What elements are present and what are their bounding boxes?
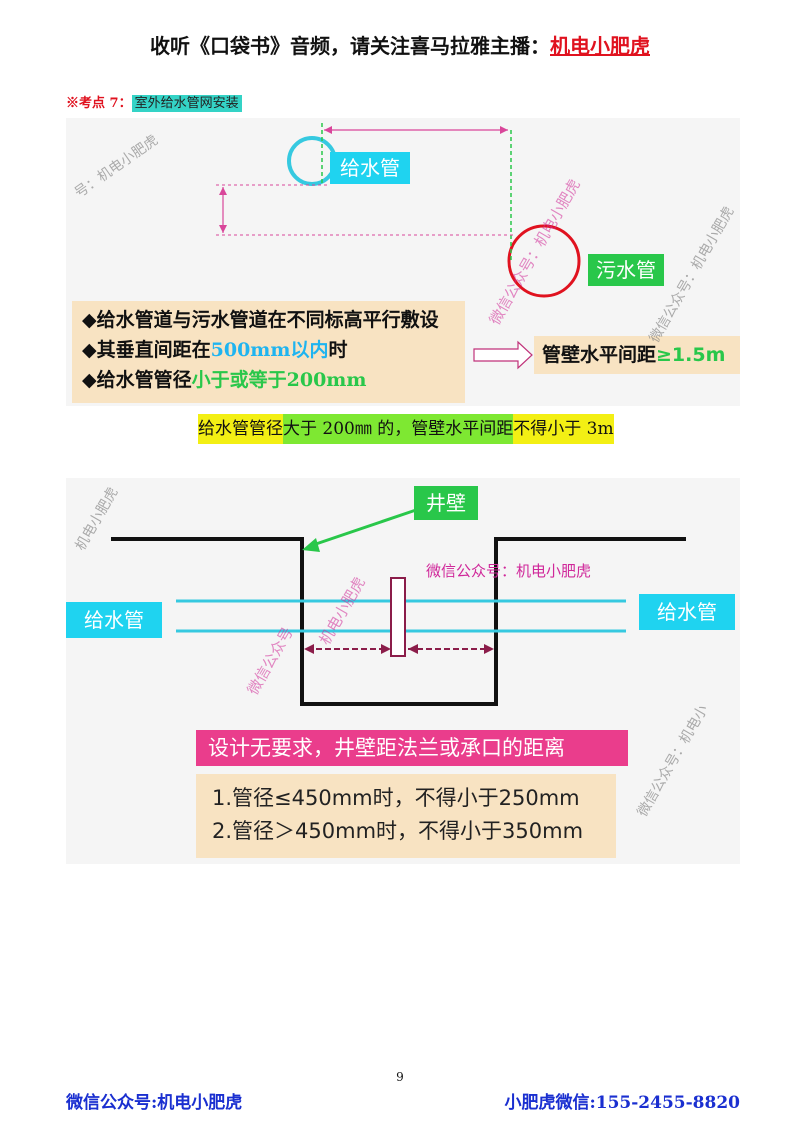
figure1-diagram <box>216 123 581 370</box>
condition-1: ◆给水管道与污水管道在不同标高平行敷设 <box>82 309 439 331</box>
header-host-link[interactable]: 机电小肥虎 <box>550 34 650 58</box>
highlight-part-1: 给水管管径 <box>198 414 283 444</box>
footer-left: 微信公众号:机电小肥虎 <box>66 1093 243 1113</box>
water-pipe-circle <box>287 136 337 186</box>
condition-2: ◆其垂直间距在500mm以内时 <box>82 339 348 361</box>
result-box: 管壁水平间距≥1.5m <box>534 336 740 374</box>
highlight-part-2: 大于 200㎜ 的，管壁水平间距 <box>283 414 514 444</box>
figure2-diagram <box>111 508 686 706</box>
figure-parallel-pipes: 给水管 污水管 ◆给水管道与污水管道在不同标高平行敷设 ◆其垂直间距在500mm… <box>66 118 740 406</box>
page-header: 收听《口袋书》音频，请关注喜马拉雅主播：机电小肥虎 <box>0 30 800 59</box>
watermark-3: 微信公众号：机电小肥虎 <box>426 562 592 580</box>
topic-heading: ※考点 7：室外给水管网安装 <box>66 92 242 112</box>
topic-title: 室外给水管网安装 <box>131 95 242 112</box>
rules-box: 1.管径≤450mm时，不得小于250mm 2.管径＞450mm时，不得小于35… <box>196 774 616 858</box>
condition-3: ◆给水管管径小于或等于200mm <box>82 369 367 391</box>
highlight-sentence: 给水管管径大于 200㎜ 的，管壁水平间距不得小于 3m <box>198 413 614 445</box>
distance-title: 设计无要求，井壁距法兰或承口的距离 <box>196 730 628 766</box>
well-wall-label: 井壁 <box>414 486 478 520</box>
figure-well-wall: 井壁 给水管 给水管 设计无要求，井壁距法兰或承口的距离 1.管径≤450mm时… <box>66 478 740 864</box>
left-pipe-label: 给水管 <box>66 602 162 638</box>
highlight-part-3: 不得小于 3m <box>513 414 614 444</box>
rule-2: 2.管径＞450mm时，不得小于350mm <box>212 819 584 843</box>
rule-1: 1.管径≤450mm时，不得小于250mm <box>212 786 580 810</box>
topic-tag: ※考点 7： <box>66 96 132 111</box>
header-prefix: 收听《口袋书》音频，请关注喜马拉雅主播： <box>150 34 550 58</box>
conditions-box: ◆给水管道与污水管道在不同标高平行敷设 ◆其垂直间距在500mm以内时 ◆给水管… <box>72 301 465 403</box>
sewage-pipe-label: 污水管 <box>588 254 664 286</box>
sewage-pipe-circle <box>507 224 581 298</box>
page-number: 9 <box>396 1070 404 1084</box>
flange-rect <box>390 577 406 657</box>
result-value: ≥1.5m <box>656 344 726 366</box>
footer-right: 小肥虎微信:155-2455-8820 <box>504 1093 740 1113</box>
result-text: 管壁水平间距 <box>542 344 657 366</box>
water-pipe-label: 给水管 <box>330 152 410 184</box>
right-pipe-label: 给水管 <box>639 594 735 630</box>
